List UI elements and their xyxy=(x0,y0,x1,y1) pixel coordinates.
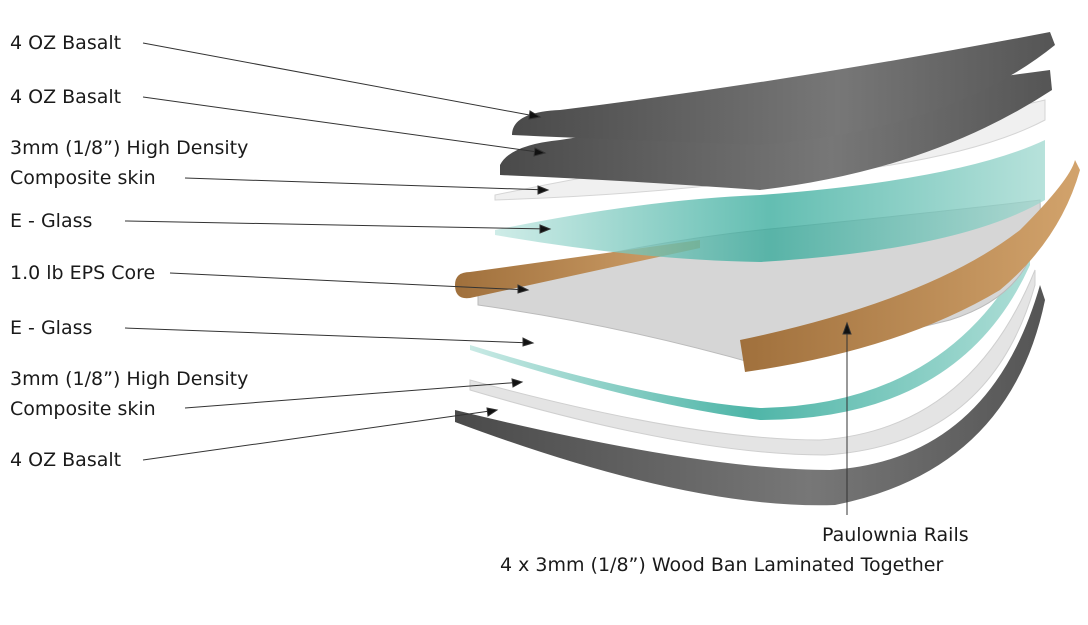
layer-eglass-top xyxy=(495,140,1045,262)
rail-wood-right xyxy=(740,160,1080,372)
label-eglass-bottom: E - Glass xyxy=(10,317,93,339)
label-skin-top-line1: 3mm (1/8”) High Density xyxy=(10,137,249,159)
label-basalt-top-1: 4 OZ Basalt xyxy=(10,32,122,54)
leader-lines xyxy=(124,42,852,515)
label-eps-core: 1.0 lb EPS Core xyxy=(10,262,156,284)
layer-basalt-top-1 xyxy=(512,32,1055,145)
label-eglass-top: E - Glass xyxy=(10,210,93,232)
layer-skin-bottom xyxy=(469,269,1036,456)
label-basalt-bottom: 4 OZ Basalt xyxy=(10,449,122,471)
layer-basalt-bottom xyxy=(455,285,1045,506)
label-basalt-top-2: 4 OZ Basalt xyxy=(10,86,122,108)
label-skin-top-line2: Composite skin xyxy=(10,167,156,189)
label-skin-bottom-line1: 3mm (1/8”) High Density xyxy=(10,368,249,390)
label-rails-line1: Paulownia Rails xyxy=(822,524,969,546)
label-rails-line2: 4 x 3mm (1/8”) Wood Ban Laminated Togeth… xyxy=(500,554,944,576)
label-skin-bottom-line2: Composite skin xyxy=(10,398,156,420)
